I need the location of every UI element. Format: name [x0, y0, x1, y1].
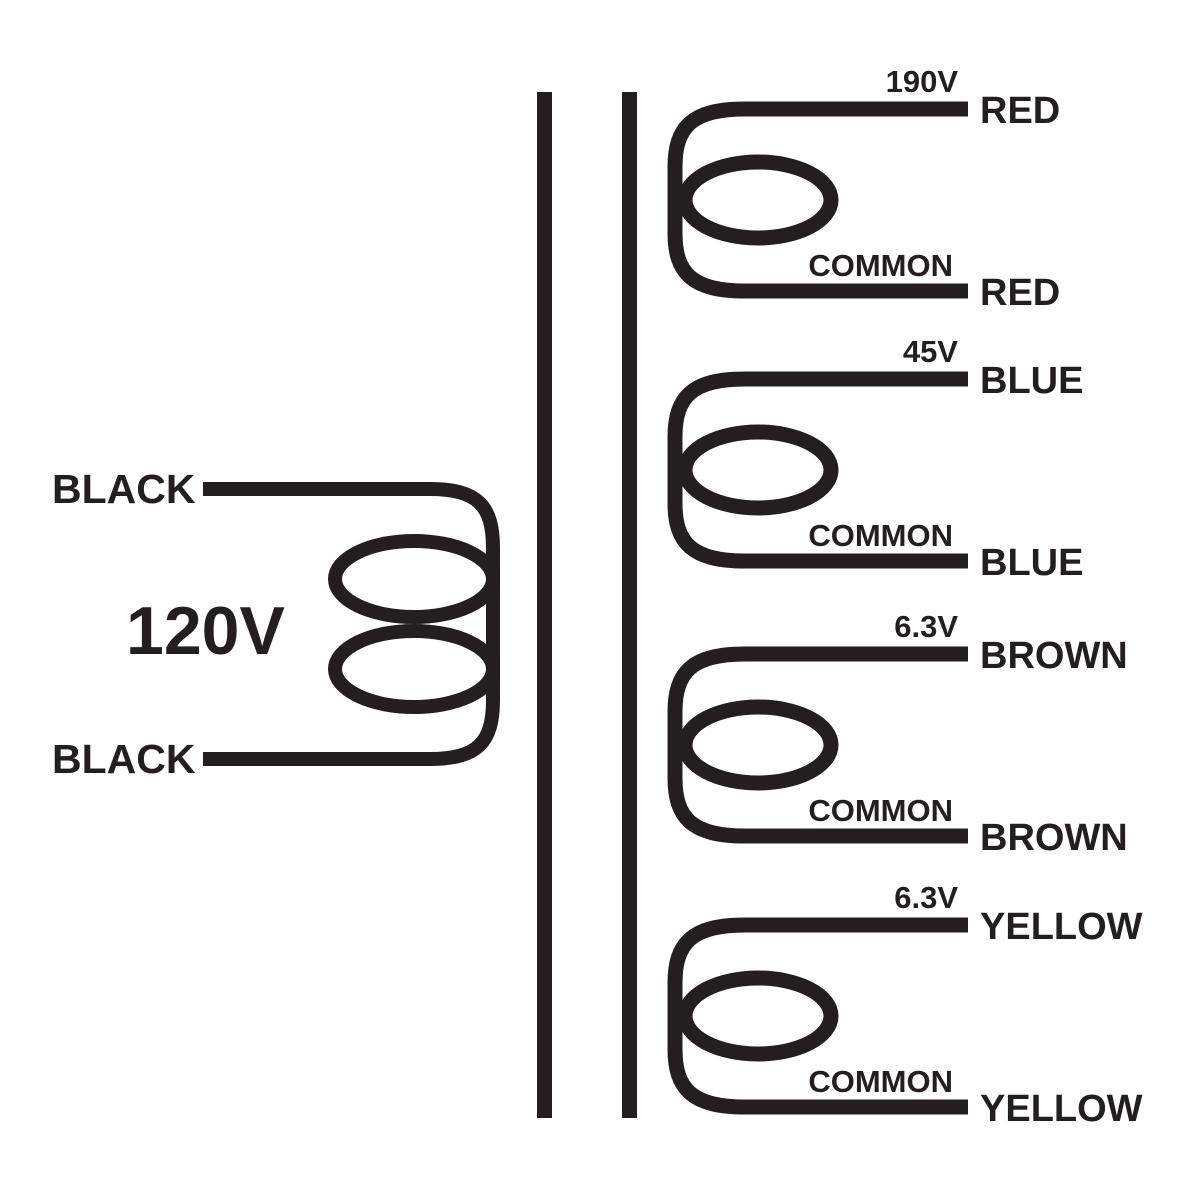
secondary-3-color-label-finish: BROWN [980, 817, 1128, 859]
secondary-2-coil-loop [677, 424, 839, 516]
secondary-4-color-label-finish: YELLOW [980, 1088, 1143, 1130]
secondary-2-coil-bracket [667, 371, 968, 569]
secondary-1-common-label: COMMON [808, 248, 953, 283]
primary-coil-bracket [203, 482, 500, 766]
secondary-winding-4-coil [667, 917, 968, 1115]
primary-lead-label-bottom: BLACK [52, 736, 196, 782]
secondary-1-color-label-start: RED [980, 90, 1061, 132]
secondary-3-common-label: COMMON [808, 793, 953, 828]
core-left-bar [537, 92, 552, 1118]
secondary-4-voltage-label: 6.3V [894, 880, 958, 915]
primary-lead-label-top: BLACK [52, 466, 196, 512]
secondary-2-voltage-label: 45V [902, 334, 958, 369]
transformer-core [537, 92, 637, 1118]
secondary-3-coil-bracket [667, 646, 968, 844]
secondary-4-coil-bracket [667, 917, 968, 1115]
secondary-1-voltage-label: 190V [885, 64, 958, 99]
secondary-winding-2-coil [667, 371, 968, 569]
secondary-3-color-label-start: BROWN [980, 635, 1128, 677]
secondary-winding-3-coil [667, 646, 968, 844]
secondary-3-coil-loop [677, 699, 839, 791]
secondary-2-common-label: COMMON [808, 518, 953, 553]
secondary-winding-1-coil [667, 101, 968, 299]
secondary-1-coil-bracket [667, 101, 968, 299]
secondary-1-color-label-finish: RED [980, 272, 1061, 314]
secondary-3-voltage-label: 6.3V [894, 609, 958, 644]
secondary-2-color-label-finish: BLUE [980, 542, 1084, 584]
secondary-4-color-label-start: YELLOW [980, 906, 1143, 948]
secondary-1-coil-loop [677, 154, 839, 246]
secondary-2-color-label-start: BLUE [980, 360, 1084, 402]
primary-coil-loop-1 [328, 534, 500, 624]
core-right-bar [622, 92, 637, 1118]
primary-coil-loop-2 [328, 624, 500, 714]
primary-voltage-label: 120V [126, 593, 285, 669]
primary-winding-coil [203, 482, 500, 766]
secondary-4-common-label: COMMON [808, 1064, 953, 1099]
secondary-4-coil-loop [677, 970, 839, 1062]
